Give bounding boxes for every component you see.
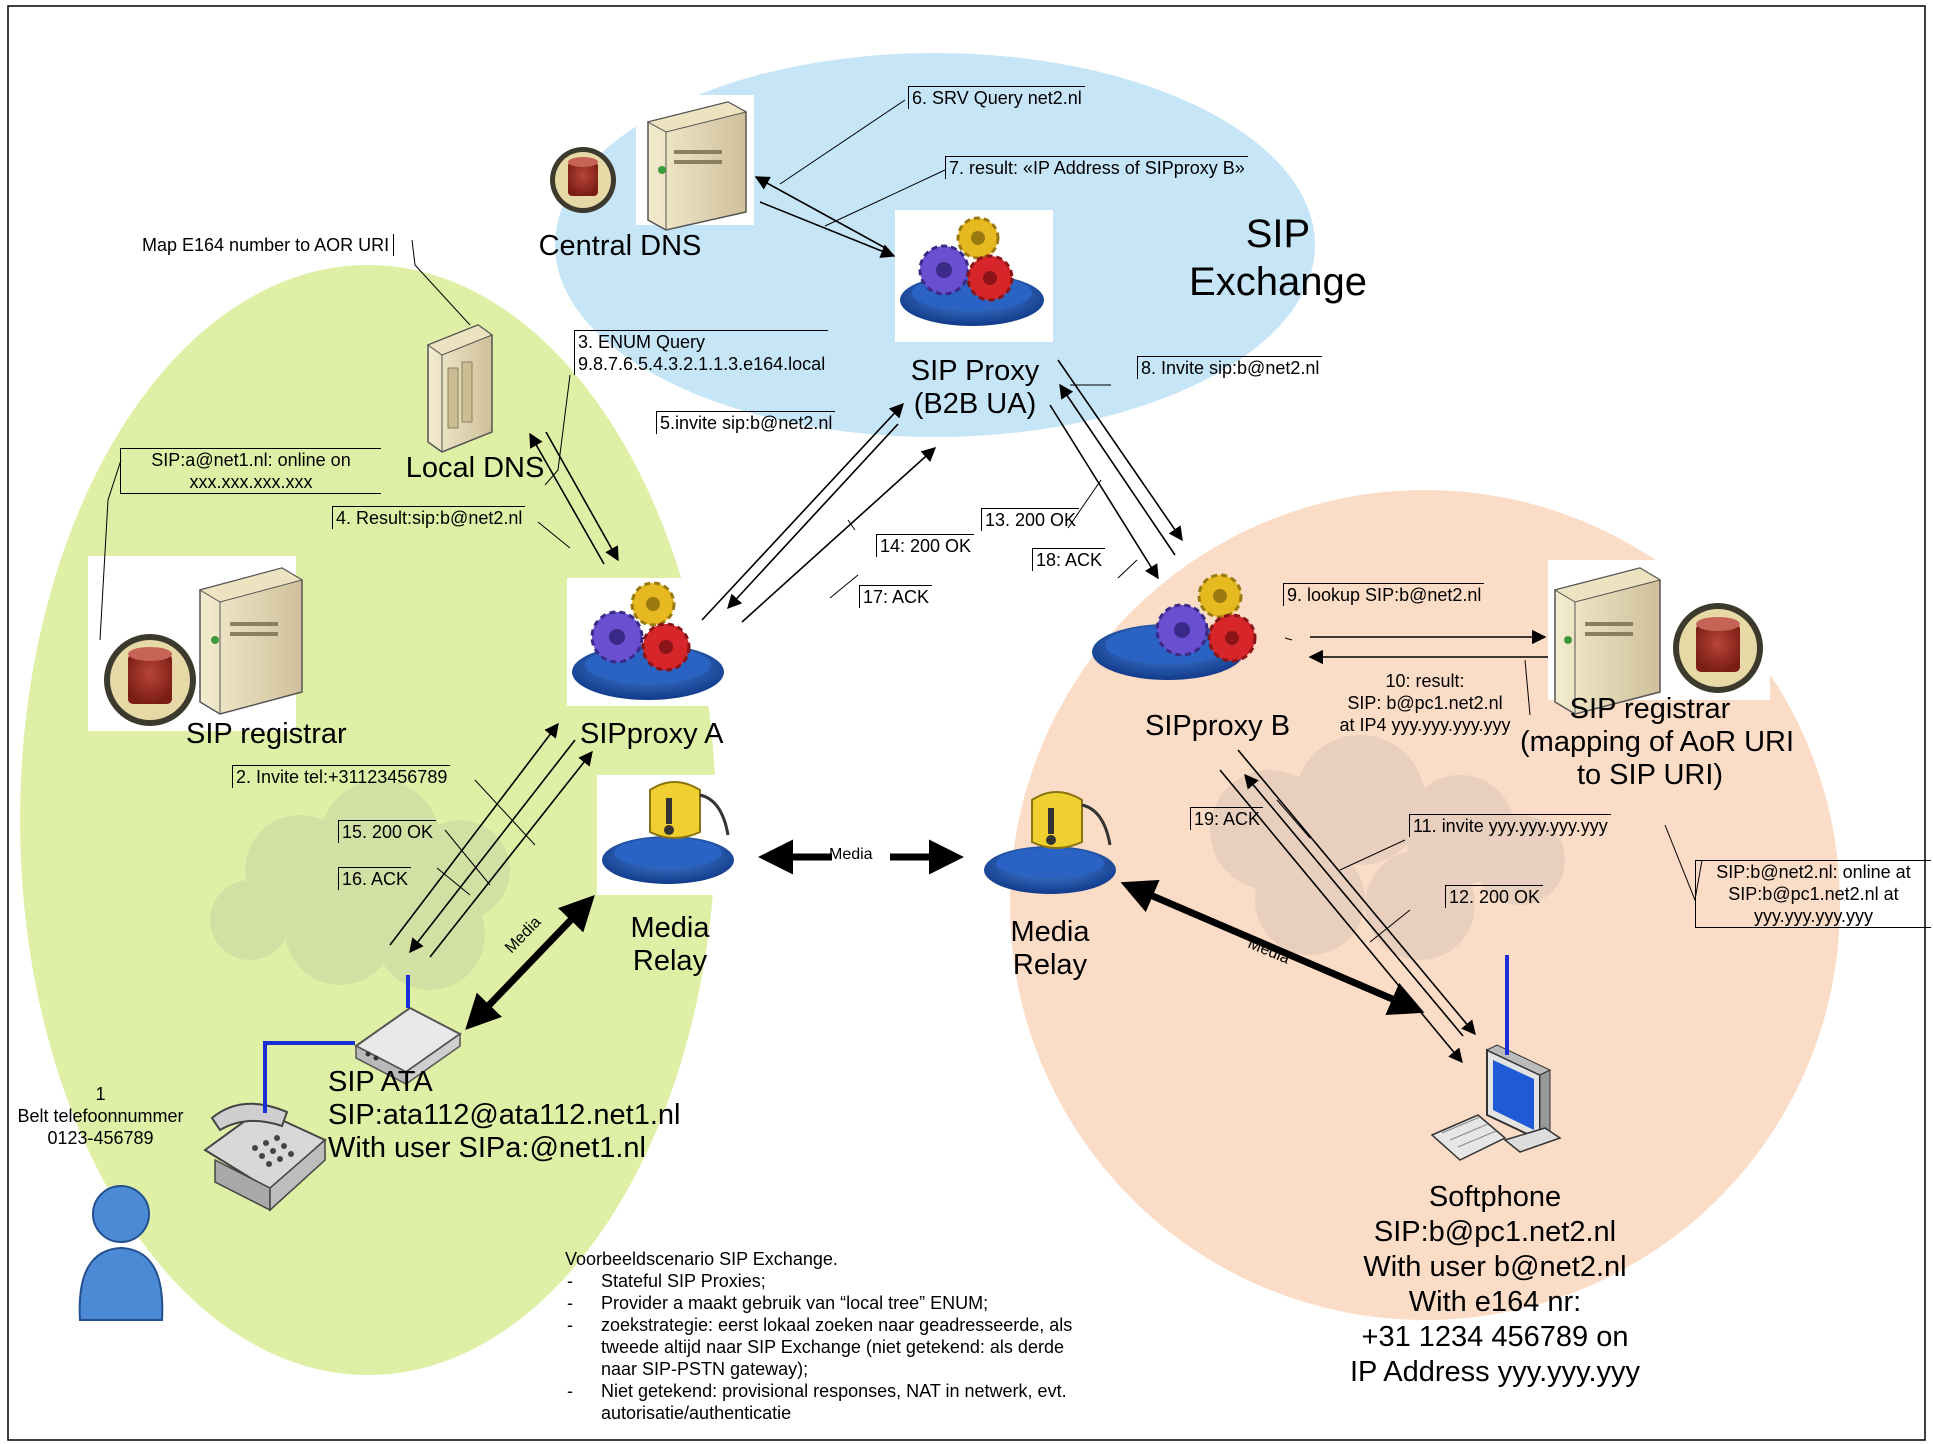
sip-proxy-exchange-label-line1: SIP Proxy — [910, 355, 1040, 387]
step-2-label: 2. Invite tel:+31123456789 — [232, 765, 451, 788]
media-relay-a-label-line1: Media — [630, 912, 710, 944]
sip-registrar-b-label: SIP registrar (mapping of AoR URI to SIP… — [1520, 693, 1795, 792]
caller-label: 1 Belt telefoonnummer 0123-456789 — [8, 1083, 193, 1149]
step-13-label: 13. 200 OK — [981, 508, 1080, 531]
step-8-label: 8. Invite sip:b@net2.nl — [1137, 356, 1323, 379]
step-11-label: 11. invite yyy.yyy.yyy.yyy — [1409, 814, 1611, 837]
step-5-label: 5.invite sip:b@net2.nl — [656, 411, 836, 434]
softphone-label-line1: Softphone — [1428, 1181, 1562, 1213]
softphone-pc-icon — [1430, 1044, 1562, 1161]
sip-registrar-b-label-line1: SIP registrar — [1569, 693, 1731, 725]
step-18-label: 18: ACK — [1032, 548, 1106, 571]
phone-wires — [263, 955, 1509, 1113]
map-e164-annotation: Map E164 number to AOR URI — [142, 234, 395, 256]
registrar-b-entry: SIP:b@net2.nl: online at SIP:b@pc1.net2.… — [1695, 860, 1931, 928]
step-10-label-line1: 10: result: — [1385, 671, 1465, 691]
step-10-label-line3: at IP4 yyy.yyy.yyy.yyy — [1339, 715, 1511, 735]
sip-registrar-b-label-line2: (mapping of AoR URI — [1520, 726, 1795, 758]
step-12-label: 12. 200 OK — [1445, 885, 1544, 908]
sip-ata-device-icon — [354, 1006, 462, 1086]
sip-ata-label: SIP ATA SIP:ata112@ata112.net1.nl With u… — [328, 1066, 680, 1165]
step-17-label: 17: ACK — [859, 585, 933, 608]
softphone-label-line4: With e164 nr: — [1408, 1286, 1582, 1318]
scenario-note-item: Provider a maakt gebruik van “local tree… — [565, 1292, 1085, 1314]
step-15-label: 15. 200 OK — [338, 820, 437, 843]
step-16-label: 16. ACK — [338, 867, 412, 890]
media-relay-b-label-line1: Media — [1010, 916, 1090, 948]
central-dns-database-icon — [550, 147, 616, 213]
media-relay-b-icon — [984, 791, 1116, 894]
local-dns-label: Local DNS — [405, 452, 545, 484]
signalling-arrows — [389, 176, 1548, 1064]
sipproxy-a-gears-icon — [567, 578, 733, 706]
step-3-label-line1: 3. ENUM Query — [578, 332, 706, 352]
sip-registrar-b-label-line3: to SIP URI) — [1576, 759, 1724, 791]
sip-registrar-b-icon — [1548, 560, 1770, 715]
media-relay-a-icon — [597, 775, 737, 895]
telephone-icon — [203, 1102, 327, 1212]
media-relay-a-label-line2: Relay — [632, 945, 708, 977]
media-relay-b-label-line2: Relay — [1012, 949, 1088, 981]
scenario-note-item: zoekstrategie: eerst lokaal zoeken naar … — [565, 1314, 1085, 1380]
caller-label-line3: 0123-456789 — [47, 1128, 154, 1148]
sip-registrar-a-label: SIP registrar — [186, 718, 347, 750]
sip-ata-label-line2: SIP:ata112@ata112.net1.nl — [328, 1099, 681, 1131]
step-3-label-line2: 9.8.7.6.5.4.3.2.1.1.3.e164.local — [578, 354, 826, 374]
media-relay-b-label: Media Relay — [1000, 916, 1100, 982]
sip-exchange-title: SIP Exchange — [1178, 210, 1378, 306]
registrar-b-entry-line2: SIP:b@pc1.net2.nl at — [1728, 884, 1899, 904]
step-3-label: 3. ENUM Query 9.8.7.6.5.4.3.2.1.1.3.e164… — [574, 330, 829, 375]
sipproxy-b-label: SIPproxy B — [1145, 710, 1291, 742]
caller-label-line1: 1 — [95, 1084, 106, 1104]
sip-registrar-a-icon — [88, 556, 304, 731]
registrar-a-entry: SIP:a@net1.nl: online on xxx.xxx.xxx.xxx — [120, 448, 381, 494]
central-dns-label: Central DNS — [538, 230, 702, 262]
step-7-label: 7. result: «IP Address of SIPproxy B» — [945, 156, 1248, 179]
step-19-label: 19: ACK — [1190, 807, 1264, 830]
registrar-b-entry-line1: SIP:b@net2.nl: online at — [1716, 862, 1911, 882]
scenario-notes-title: Voorbeeldscenario SIP Exchange. — [565, 1249, 838, 1269]
callout-leaders — [99, 99, 1703, 943]
page-frame — [7, 5, 1926, 1441]
sipproxy-b-gears-icon — [1092, 573, 1257, 680]
sip-proxy-exchange-gears-icon — [895, 210, 1053, 342]
sipproxy-a-label: SIPproxy A — [580, 718, 724, 750]
media-arrows — [465, 839, 1425, 1031]
softphone-label: Softphone SIP:b@pc1.net2.nl With user b@… — [1315, 1180, 1675, 1390]
sip-exchange-title-line2: Exchange — [1189, 260, 1367, 304]
sip-proxy-exchange-label: SIP Proxy (B2B UA) — [880, 355, 1070, 421]
sip-ata-label-line1: SIP ATA — [328, 1066, 433, 1098]
media-label-relays: Media — [829, 846, 873, 863]
media-relay-a-label: Media Relay — [620, 912, 720, 978]
registrar-a-entry-line1: SIP:a@net1.nl: online on — [151, 450, 351, 470]
scenario-note-item: Niet getekend: provisional responses, NA… — [565, 1380, 1085, 1424]
scenario-notes-list: Stateful SIP Proxies; Provider a maakt g… — [565, 1270, 1085, 1424]
sip-exchange-title-line1: SIP — [1245, 212, 1311, 256]
step-10-label-line2: SIP: b@pc1.net2.nl — [1347, 693, 1503, 713]
step-6-label: 6. SRV Query net2.nl — [908, 86, 1085, 109]
registrar-b-entry-line3: yyy.yyy.yyy.yyy — [1754, 906, 1873, 926]
softphone-label-line5: +31 1234 456789 on — [1361, 1321, 1629, 1353]
sip-proxy-exchange-label-line2: (B2B UA) — [913, 388, 1037, 420]
softphone-label-line6: IP Address yyy.yyy.yyy — [1349, 1356, 1641, 1388]
scenario-notes: Voorbeeldscenario SIP Exchange. Stateful… — [565, 1248, 1085, 1424]
step-4-label: 4. Result:sip:b@net2.nl — [332, 506, 526, 529]
scenario-note-item: Stateful SIP Proxies; — [565, 1270, 1085, 1292]
softphone-label-line2: SIP:b@pc1.net2.nl — [1373, 1216, 1617, 1248]
step-10-label: 10: result: SIP: b@pc1.net2.nl at IP4 yy… — [1325, 670, 1525, 736]
caller-label-line2: Belt telefoonnummer — [17, 1106, 184, 1126]
registrar-a-entry-line2: xxx.xxx.xxx.xxx — [189, 472, 313, 492]
softphone-label-line3: With user b@net2.nl — [1363, 1251, 1627, 1283]
central-dns-server-icon — [636, 95, 754, 231]
sip-ata-label-line3: With user SIPa:@net1.nl — [328, 1132, 646, 1164]
person-icon — [78, 1185, 164, 1321]
step-14-label: 14: 200 OK — [876, 534, 975, 557]
local-dns-server-icon — [426, 324, 494, 453]
step-9-label: 9. lookup SIP:b@net2.nl — [1283, 583, 1485, 606]
